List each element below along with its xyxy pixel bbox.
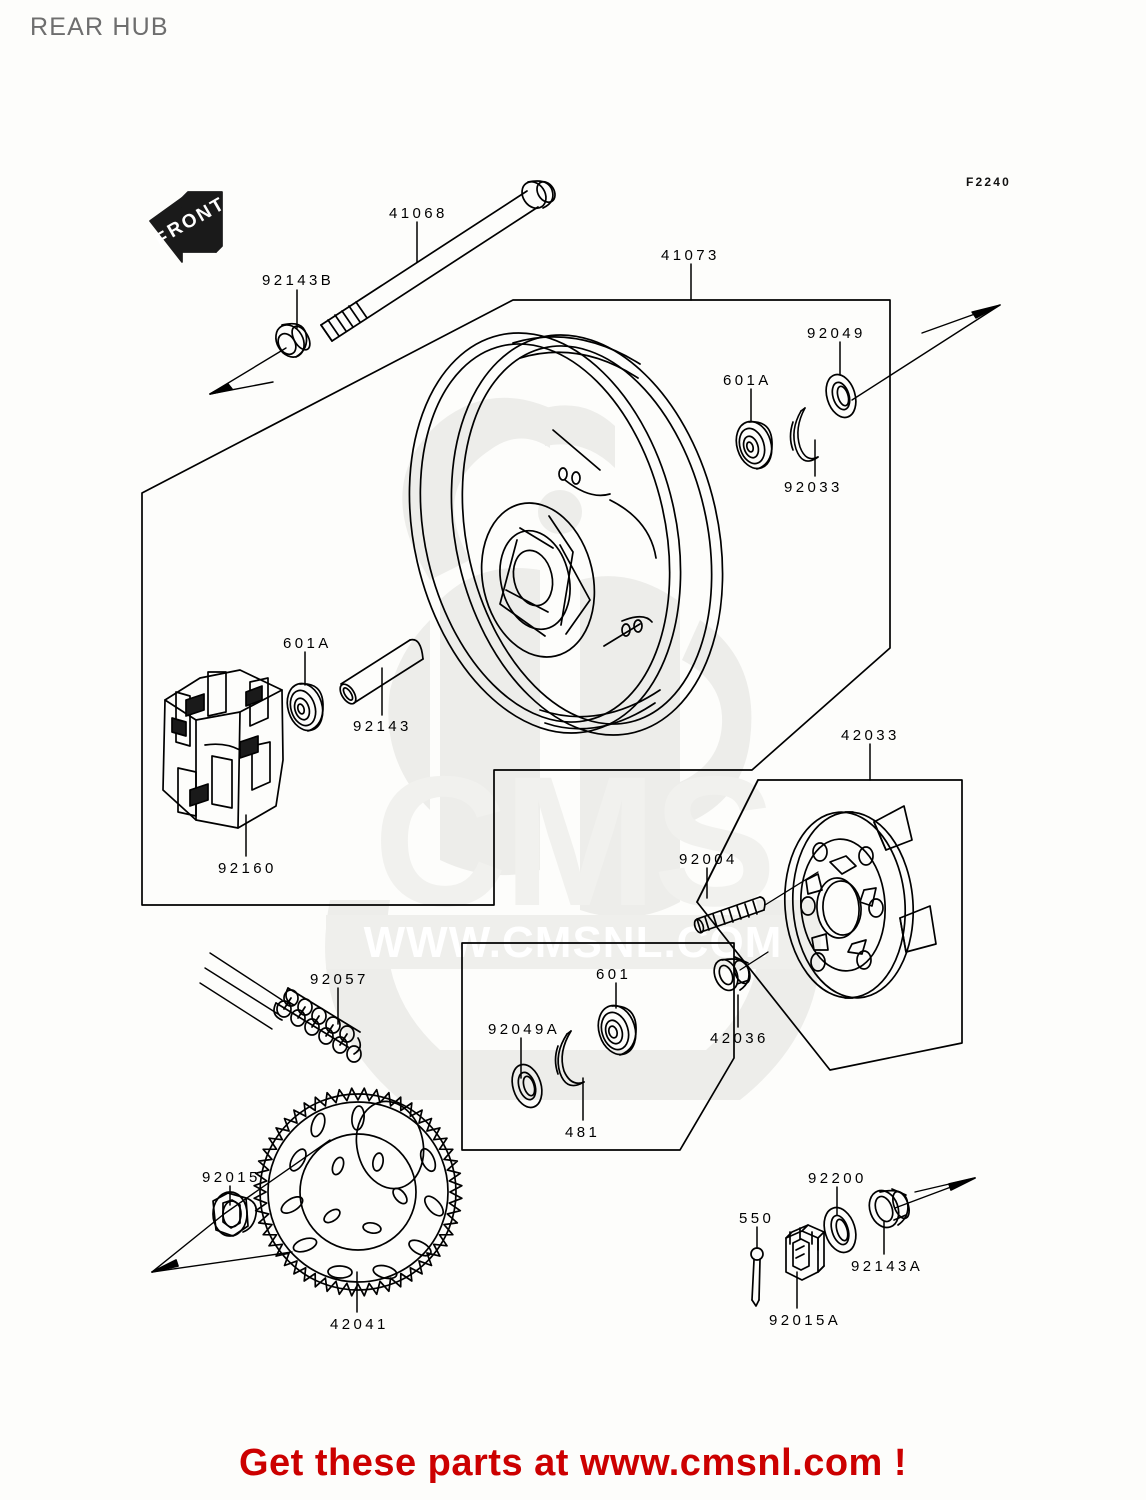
part-number-601A: 601A	[283, 635, 332, 652]
part-92143B-collar	[209, 322, 311, 395]
part-92004-stud	[693, 871, 819, 934]
footer-promo-text: Get these parts at www.cmsnl.com !	[238, 1442, 908, 1484]
sprocket-teeth	[253, 1087, 463, 1297]
part-number-92015: 92015	[202, 1169, 261, 1186]
part-number-92049A: 92049A	[488, 1021, 561, 1038]
part-number-550: 550	[739, 1210, 775, 1227]
part-92143A-collar	[868, 1177, 976, 1229]
part-92160-damper	[162, 669, 284, 829]
front-arrow-icon: F R O N T	[149, 191, 228, 263]
part-number-42036: 42036	[710, 1030, 769, 1047]
part-601A-bearing-right	[735, 420, 773, 470]
part-92033-snap-ring	[789, 407, 819, 462]
part-42033-coupling	[783, 805, 937, 999]
part-42041-sprocket	[253, 1087, 463, 1297]
box-inner-lower	[461, 942, 735, 1151]
part-number-601A: 601A	[723, 372, 772, 389]
part-550-cotter-pin	[750, 1247, 764, 1307]
diagram-reference: F2240	[966, 175, 1012, 189]
part-601-bearing	[597, 1004, 637, 1056]
leader-right-top	[851, 304, 1001, 401]
box-41073	[141, 299, 891, 906]
part-92049A-oil-seal	[511, 1063, 543, 1109]
part-number-42033: 42033	[841, 727, 900, 744]
part-number-92033: 92033	[784, 479, 843, 496]
page-title: REAR HUB	[30, 13, 169, 41]
part-number-42041: 42041	[330, 1316, 389, 1333]
part-number-92143A: 92143A	[851, 1258, 924, 1275]
part-number-92143B: 92143B	[262, 272, 335, 289]
part-number-92049: 92049	[807, 325, 866, 342]
part-42036-sleeve	[713, 951, 769, 992]
part-number-92004: 92004	[679, 851, 738, 868]
part-number-92160: 92160	[218, 860, 277, 877]
part-41073-wheel	[408, 332, 724, 736]
part-number-92143: 92143	[353, 718, 412, 735]
part-92143-collar	[339, 638, 424, 705]
part-481-circlip	[554, 1030, 585, 1087]
part-number-41068: 41068	[389, 205, 448, 222]
part-number-92200: 92200	[808, 1170, 867, 1187]
part-number-92015A: 92015A	[769, 1312, 842, 1329]
part-number-601: 601	[596, 966, 632, 983]
part-number-92057: 92057	[310, 971, 369, 988]
part-41068-axle	[320, 180, 556, 342]
part-92200-washer	[823, 1206, 857, 1254]
part-92057-chain	[199, 952, 362, 1063]
part-number-41073: 41073	[661, 247, 720, 264]
part-92015A-castle-nut	[785, 1224, 825, 1281]
part-92049-oil-seal	[825, 373, 857, 419]
part-number-481: 481	[565, 1124, 601, 1141]
part-601A-bearing-left	[286, 682, 324, 732]
